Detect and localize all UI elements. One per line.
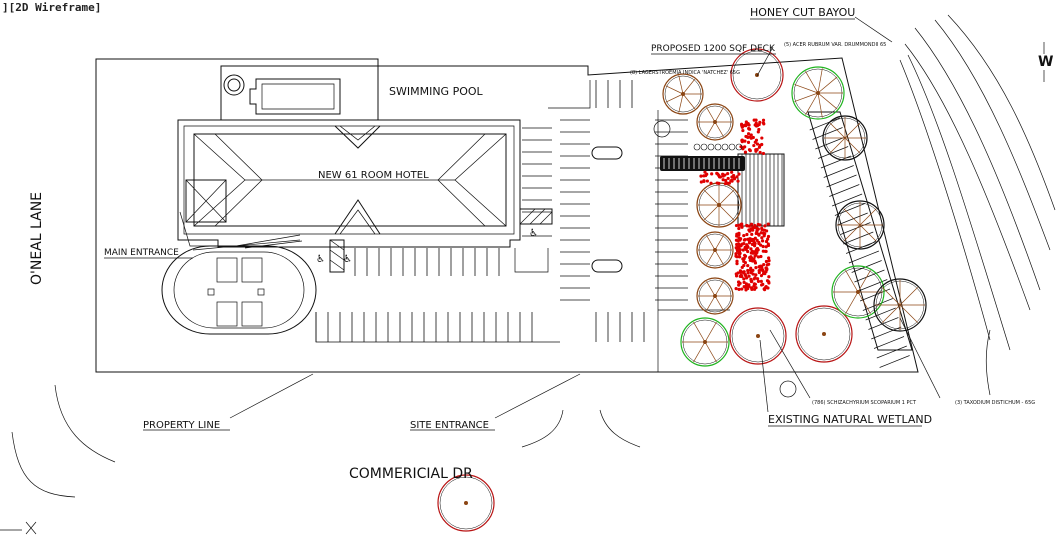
- commercial-dr-label: COMMERICIAL DR: [349, 466, 473, 482]
- hotel-label: NEW 61 ROOM HOTEL: [318, 170, 429, 181]
- compass-label: W: [1038, 54, 1053, 70]
- leader-lines: [192, 16, 941, 419]
- viewport-label[interactable]: ][2D Wireframe]: [2, 1, 102, 14]
- property-line-label: PROPERTY LINE: [143, 420, 220, 431]
- parking-islands: ♿ ♿ ♿: [316, 120, 797, 398]
- svg-text:♿: ♿: [529, 228, 538, 239]
- hotel-building: [177, 119, 521, 249]
- main-entrance-label: MAIN ENTRANCE: [104, 248, 179, 258]
- entry-fountain: [161, 245, 317, 335]
- proposed-deck-label: PROPOSED 1200 SQF DECK: [651, 44, 776, 54]
- note-top-left: (8) LAGERSTROEMIA INDICA 'NATCHEZ' 65G: [630, 70, 740, 76]
- note-top-right: (5) ACER RUBRUM VAR. DRUMMONDII 65: [784, 42, 886, 48]
- svg-text:♿: ♿: [343, 254, 352, 265]
- note-bottom-mid: (786) SCHIZACHYRIUM SCOPARIUM 1 PCT: [812, 400, 917, 406]
- site-entrance-label: SITE ENTRANCE: [410, 420, 489, 431]
- swimming-pool-label: SWIMMING POOL: [389, 85, 484, 98]
- ucs-icon: [0, 521, 37, 535]
- oneal-lane-label: O'NEAL LANE: [29, 192, 45, 285]
- svg-text:♿: ♿: [316, 254, 325, 265]
- honey-cut-bayou-label: HONEY CUT BAYOU: [750, 6, 855, 19]
- note-bottom-right: (3) TAXODIUM DISTICHUM - 65G: [955, 400, 1035, 406]
- red-shrub-masses: [693, 118, 771, 292]
- trees: [437, 48, 927, 532]
- proposed-deck: [660, 153, 785, 227]
- curb-arcs: [11, 329, 991, 498]
- wetland-hatch: [807, 111, 913, 368]
- property-boundary: [95, 57, 919, 373]
- bayou-contours: [899, 14, 1056, 351]
- existing-wetland-label: EXISTING NATURAL WETLAND: [768, 413, 932, 426]
- swimming-pool: [220, 65, 379, 121]
- parking-stalls: [315, 80, 688, 343]
